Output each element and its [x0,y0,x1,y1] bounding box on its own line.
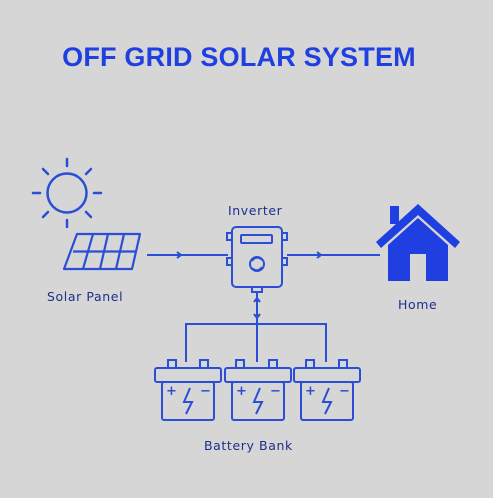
battery-plus-sign: + [166,384,177,399]
battery-minus-sign: − [270,384,281,399]
sun-icon [31,157,103,229]
home-label: Home [398,297,438,312]
battery-minus-sign: − [339,384,350,399]
battery-bank-label: Battery Bank [204,438,293,453]
panel-to-inverter-connection [147,251,228,259]
inverter-to-home-connection [287,251,380,259]
battery-plus-sign: + [305,384,316,399]
inverter-label: Inverter [228,203,283,218]
battery-icon [293,359,361,421]
home-icon [376,204,460,281]
battery-icon [154,359,222,421]
battery-minus-sign: − [200,384,211,399]
solar-panel-label: Solar Panel [47,289,124,304]
inverter-to-battery-connection [185,292,327,362]
solar-panel-icon [62,232,142,271]
diagram-title: OFF GRID SOLAR SYSTEM [62,42,416,72]
inverter-icon [226,226,288,293]
battery-icon [224,359,292,421]
battery-plus-sign: + [236,384,247,399]
